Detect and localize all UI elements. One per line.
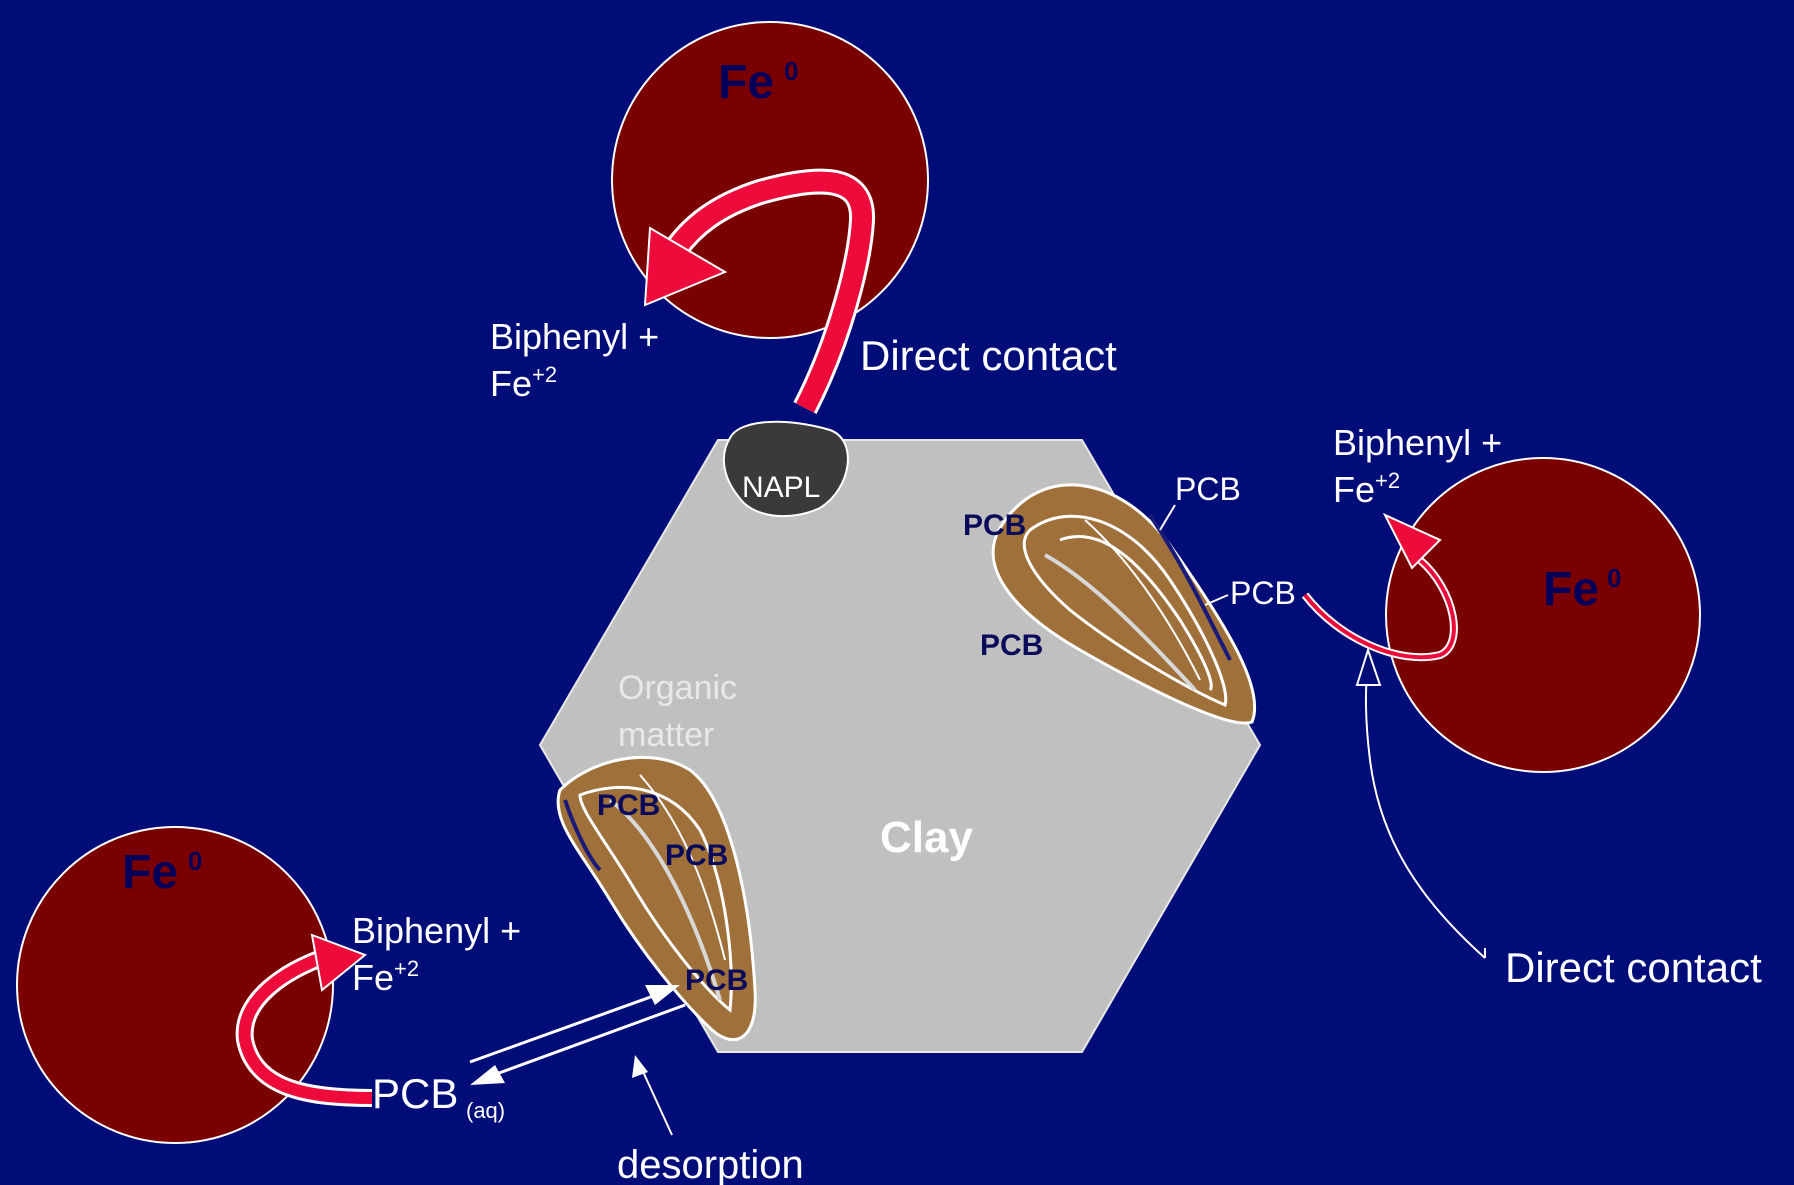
product-right-ion: Fe	[1333, 469, 1375, 510]
pcb-label-left-1: PCB	[597, 789, 660, 822]
product-left-charge: +2	[394, 956, 419, 981]
product-left-line1: Biphenyl +	[352, 910, 521, 951]
clay-label: Clay	[880, 813, 973, 862]
iron-oxidation-right: 0	[1607, 563, 1621, 593]
product-left-ion: Fe	[352, 957, 394, 998]
direct-contact-top-label: Direct contact	[860, 332, 1117, 379]
iron-symbol-top: Fe	[718, 56, 774, 109]
pcb-aqueous-subscript: (aq)	[466, 1098, 505, 1123]
product-right-charge: +2	[1375, 468, 1400, 493]
product-top-line1: Biphenyl +	[490, 316, 659, 357]
desorption-label: desorption	[617, 1143, 804, 1185]
pcb-label-left-3: PCB	[685, 964, 748, 997]
organic-matter-label-line1: Organic	[618, 669, 737, 707]
pcb-label-right-upper: PCB	[963, 509, 1026, 542]
pcb-aqueous-label: PCB	[372, 1070, 458, 1117]
iron-oxidation-left: 0	[188, 846, 202, 876]
product-top-charge: +2	[532, 362, 557, 387]
iron-oxidation-top: 0	[784, 56, 798, 86]
napl-label: NAPL	[742, 471, 820, 504]
iron-symbol-right: Fe	[1543, 563, 1599, 616]
product-top-ion: Fe	[490, 363, 532, 404]
direct-contact-right-label: Direct contact	[1505, 944, 1762, 991]
pcb-label-right-lower: PCB	[980, 629, 1043, 662]
pcb-label-right-outer-2: PCB	[1230, 575, 1296, 611]
organic-matter-label-line2: matter	[618, 716, 714, 754]
pcb-label-left-2: PCB	[665, 839, 728, 872]
product-right-line1: Biphenyl +	[1333, 422, 1502, 463]
iron-symbol-left: Fe	[122, 846, 178, 899]
pcb-label-right-outer-1: PCB	[1175, 471, 1241, 507]
